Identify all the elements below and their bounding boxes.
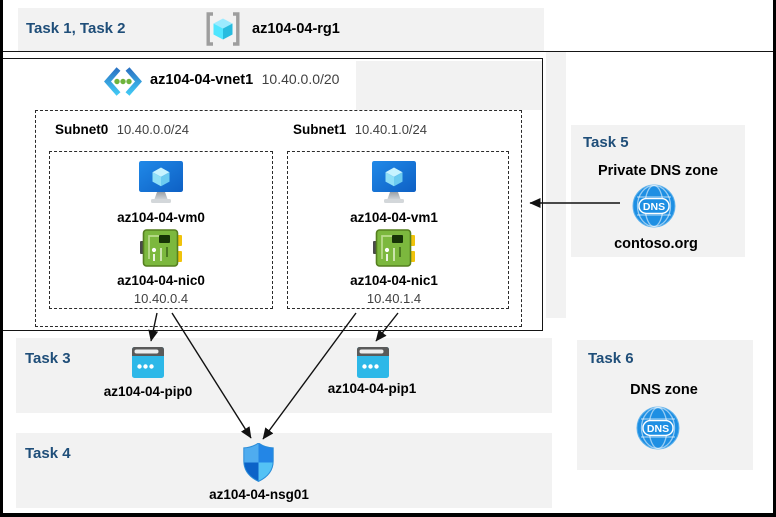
- vnet-cidr: 10.40.0.0/20: [261, 71, 340, 87]
- private-dns-zone-name: contoso.org: [614, 236, 698, 252]
- private-dns-zone-title: Private DNS zone: [597, 163, 719, 179]
- nic-name: az104-04-nic1: [350, 273, 438, 288]
- subnet1-name: Subnet1: [293, 122, 347, 137]
- subnet1-box: [287, 151, 509, 309]
- task5-label: Task 5: [583, 134, 629, 151]
- task4-label: Task 4: [25, 445, 71, 462]
- nic-icon: [140, 228, 182, 268]
- task4-band: [16, 433, 552, 508]
- nsg-shield-icon: [243, 443, 274, 482]
- nic-icon: [373, 228, 415, 268]
- task6-label: Task 6: [588, 350, 634, 367]
- subnet0-box: [49, 151, 273, 309]
- subnet0-cidr: 10.40.0.0/24: [116, 122, 190, 137]
- pip-name: az104-04-pip1: [327, 381, 417, 396]
- vnet-icon: [104, 66, 142, 97]
- task3-band: [16, 338, 552, 413]
- subnet1-cidr: 10.40.1.0/24: [354, 122, 428, 137]
- vm-name: az104-04-vm1: [350, 210, 438, 225]
- gray-strip-inner: [356, 61, 542, 110]
- gray-strip-outer: [546, 52, 566, 318]
- task12-band: [18, 8, 544, 51]
- header-divider-line: [0, 50, 776, 52]
- public-ip-icon: [132, 347, 164, 378]
- public-ip-icon: [357, 347, 389, 378]
- resource-group-icon: [203, 11, 243, 47]
- dns-icon: DNS: [636, 406, 680, 450]
- dns-icon-text: DNS: [647, 423, 669, 435]
- pip-name: az104-04-pip0: [103, 384, 193, 399]
- task12-label: Task 1, Task 2: [26, 20, 126, 37]
- nsg-name: az104-04-nsg01: [209, 487, 309, 502]
- nic-name: az104-04-nic0: [117, 273, 205, 288]
- dns-icon-text: DNS: [643, 201, 665, 213]
- vm-icon: [138, 161, 184, 205]
- subnets-dashed-box: [35, 110, 522, 327]
- vm-name: az104-04-vm0: [117, 210, 205, 225]
- dns-zone-title: DNS zone: [630, 382, 698, 398]
- vm-icon: [371, 161, 417, 205]
- vnet-name: az104-04-vnet1: [150, 72, 254, 88]
- nic-ip: 10.40.1.4: [366, 291, 422, 306]
- resource-group-name: az104-04-rg1: [252, 21, 340, 37]
- nic-ip: 10.40.0.4: [133, 291, 189, 306]
- task6-box: [577, 340, 753, 470]
- task3-label: Task 3: [25, 350, 71, 367]
- dns-icon: DNS: [632, 184, 676, 228]
- subnet0-name: Subnet0: [55, 122, 109, 137]
